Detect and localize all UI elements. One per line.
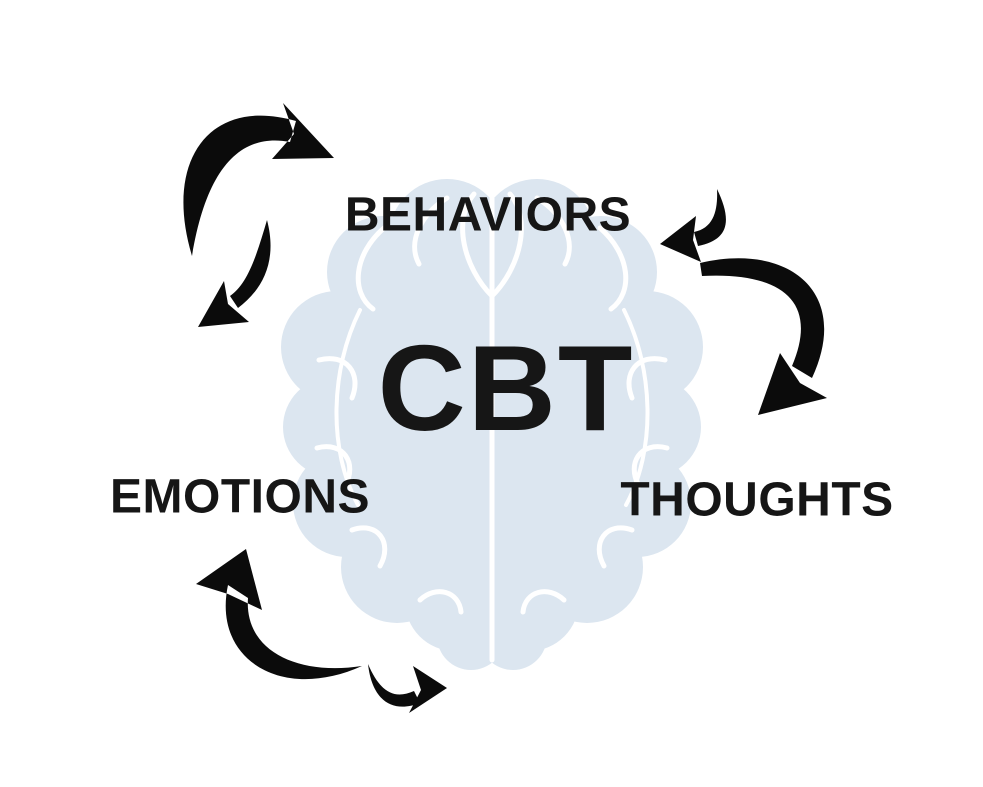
arrow-to-emotions-icon — [198, 220, 271, 327]
node-label-thoughts: THOUGHTS — [620, 473, 894, 527]
arrow-to-behaviors-small-icon — [660, 189, 726, 262]
brain-gyri-lines — [314, 177, 670, 663]
diagram-title: CBT — [377, 320, 635, 456]
node-label-behaviors: BEHAVIORS — [344, 188, 632, 242]
arrow-pair-emotions-behaviors — [183, 103, 334, 327]
arrow-to-thoughts-small-icon — [368, 664, 447, 713]
arrow-to-emotions-big-icon — [196, 549, 362, 680]
arrow-pair-thoughts-emotions — [196, 549, 447, 713]
arrow-to-thoughts-icon — [700, 258, 827, 415]
node-label-emotions: EMOTIONS — [109, 470, 371, 524]
arrow-to-behaviors-icon — [183, 103, 334, 256]
arrow-pair-behaviors-thoughts — [660, 189, 827, 415]
